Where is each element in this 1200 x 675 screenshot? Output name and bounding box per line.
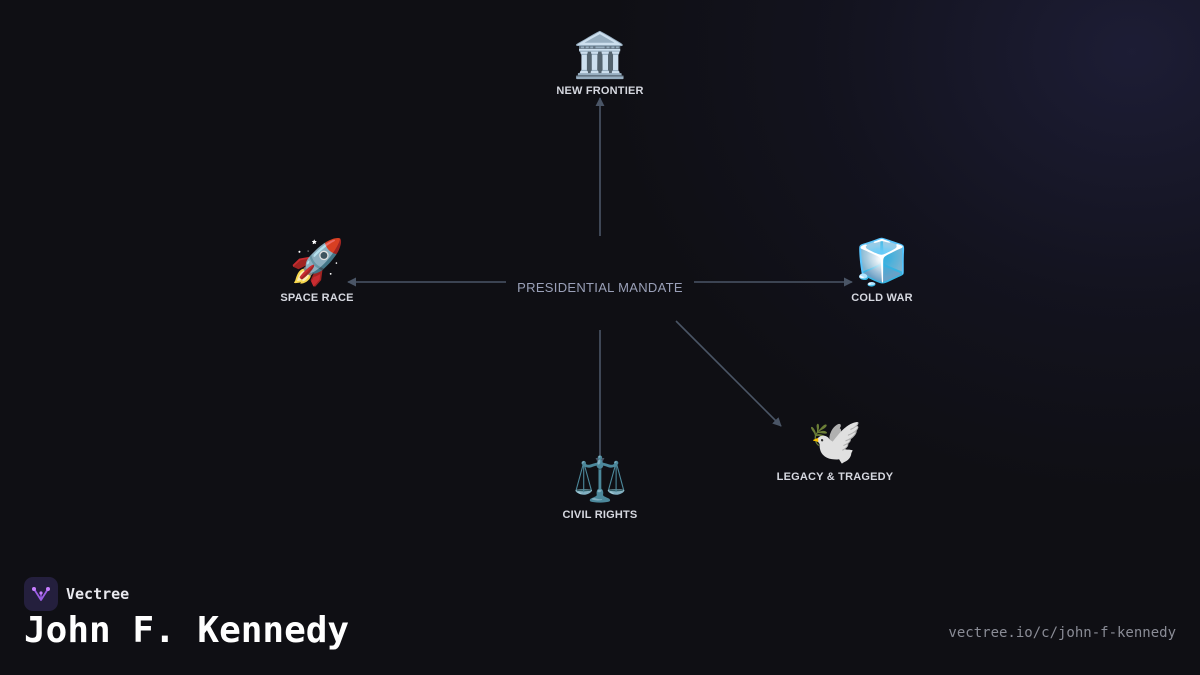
node-space-race[interactable]: 🚀 SPACE RACE xyxy=(280,237,353,304)
node-label: CIVIL RIGHTS xyxy=(562,509,638,521)
node-civil-rights[interactable]: ⚖️ CIVIL RIGHTS xyxy=(563,454,638,521)
brand[interactable]: Vectree xyxy=(24,577,129,611)
page-title: John F. Kennedy xyxy=(24,610,350,651)
node-cold-war[interactable]: 🧊 COLD WAR xyxy=(851,237,912,304)
ice-cube-icon: 🧊 xyxy=(854,237,910,288)
vectree-logo-icon xyxy=(24,577,58,611)
page-url[interactable]: vectree.io/c/john-f-kennedy xyxy=(948,625,1176,641)
rocket-icon: 🚀 xyxy=(289,237,345,288)
brand-name: Vectree xyxy=(66,585,130,603)
center-node-label: PRESIDENTIAL MANDATE xyxy=(517,280,683,295)
dove-icon: 🕊️ xyxy=(807,416,863,467)
node-legacy-tragedy[interactable]: 🕊️ LEGACY & TRAGEDY xyxy=(777,416,894,483)
classical-building-icon: 🏛️ xyxy=(572,30,628,81)
node-label: LEGACY & TRAGEDY xyxy=(776,471,894,483)
node-label: COLD WAR xyxy=(851,292,913,304)
edge-center-to-legacy-tragedy xyxy=(675,320,782,427)
balance-scale-icon: ⚖️ xyxy=(572,454,628,505)
node-label: SPACE RACE xyxy=(280,292,354,304)
node-label: NEW FRONTIER xyxy=(556,85,644,97)
node-new-frontier[interactable]: 🏛️ NEW FRONTIER xyxy=(556,30,643,97)
